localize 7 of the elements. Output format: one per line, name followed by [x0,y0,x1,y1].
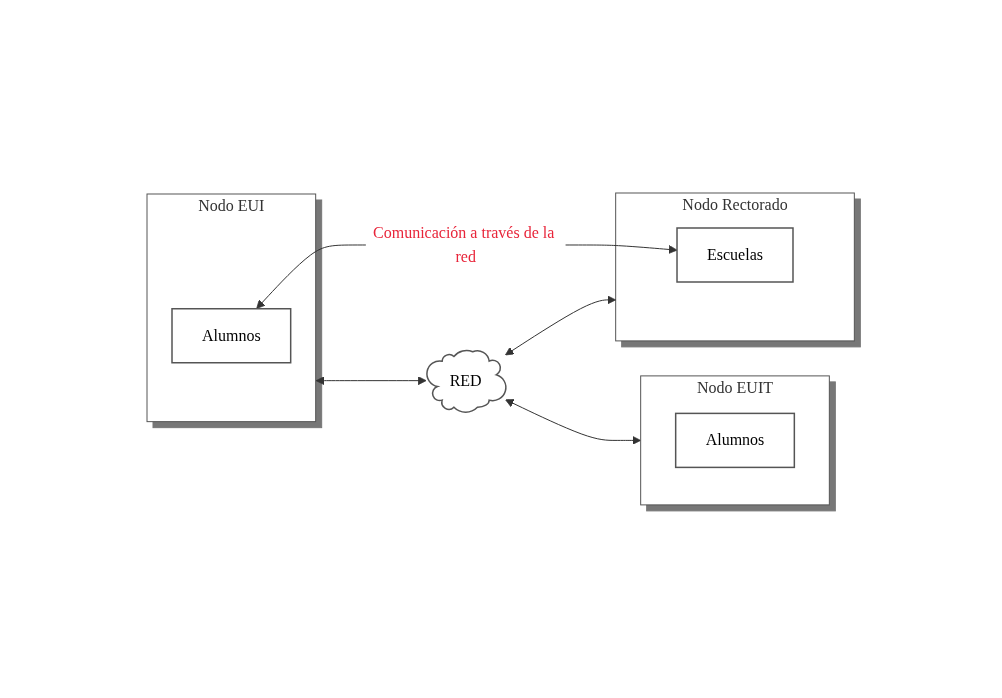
node-box: Alumnos [171,308,292,364]
arrow [316,376,427,386]
node-box: Escuelas [676,227,795,283]
arrow [505,399,642,445]
edge-label: Comunicación a través de la red [373,224,555,266]
arrow [505,295,617,356]
node-box: Alumnos [675,412,796,469]
